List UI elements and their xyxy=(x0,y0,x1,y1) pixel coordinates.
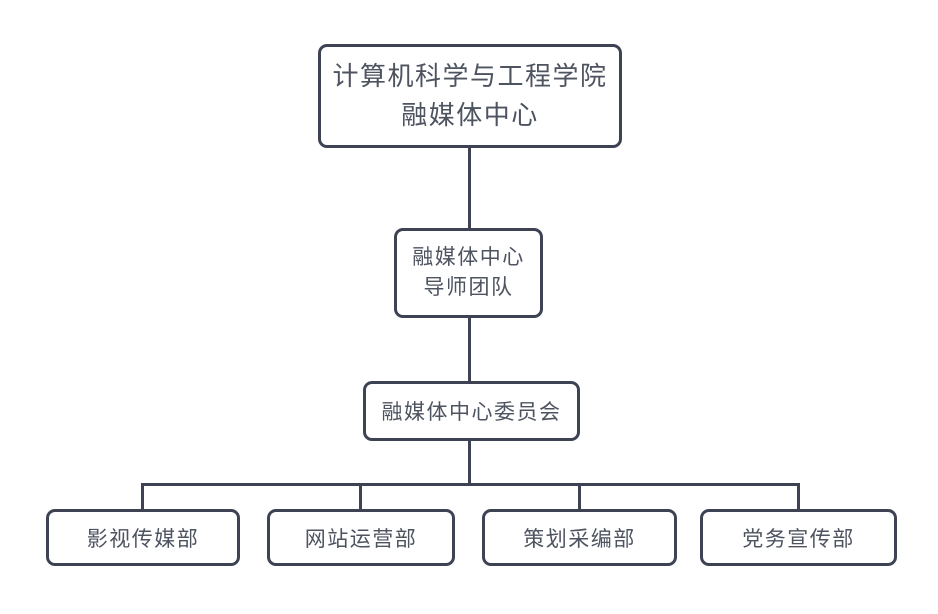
node-media-center-root: 计算机科学与工程学院 融媒体中心 xyxy=(318,44,622,148)
node-mentor-team-line2: 导师团队 xyxy=(423,276,514,299)
node-dept-website-operations-label: 网站运营部 xyxy=(304,527,418,551)
branch-horizontal-line xyxy=(142,483,799,486)
node-dept-party-publicity-label: 党务宣传部 xyxy=(742,527,855,551)
connector-committee-to-branch xyxy=(468,440,471,485)
node-dept-planning-editing: 策划采编部 xyxy=(482,509,677,566)
node-mentor-team-line1: 融媒体中心 xyxy=(412,246,525,269)
node-dept-planning-editing-label: 策划采编部 xyxy=(523,527,636,551)
connector-root-to-mentor xyxy=(468,147,471,228)
connector-branch-to-dept-3 xyxy=(578,483,581,510)
node-committee-label: 融媒体中心委员会 xyxy=(381,401,562,424)
node-mentor-team: 融媒体中心 导师团队 xyxy=(394,228,543,318)
node-dept-film-media-label: 影视传媒部 xyxy=(86,527,200,551)
node-committee: 融媒体中心委员会 xyxy=(363,381,580,441)
connector-branch-to-dept-2 xyxy=(359,483,362,510)
node-media-center-root-line2: 融媒体中心 xyxy=(401,100,539,130)
connector-branch-to-dept-4 xyxy=(797,483,800,510)
node-dept-party-publicity: 党务宣传部 xyxy=(700,509,897,566)
node-media-center-root-line1: 计算机科学与工程学院 xyxy=(332,61,608,91)
node-dept-website-operations: 网站运营部 xyxy=(267,509,455,566)
connector-branch-to-dept-1 xyxy=(141,483,144,510)
node-dept-film-media: 影视传媒部 xyxy=(46,509,240,566)
connector-mentor-to-committee xyxy=(468,317,471,381)
